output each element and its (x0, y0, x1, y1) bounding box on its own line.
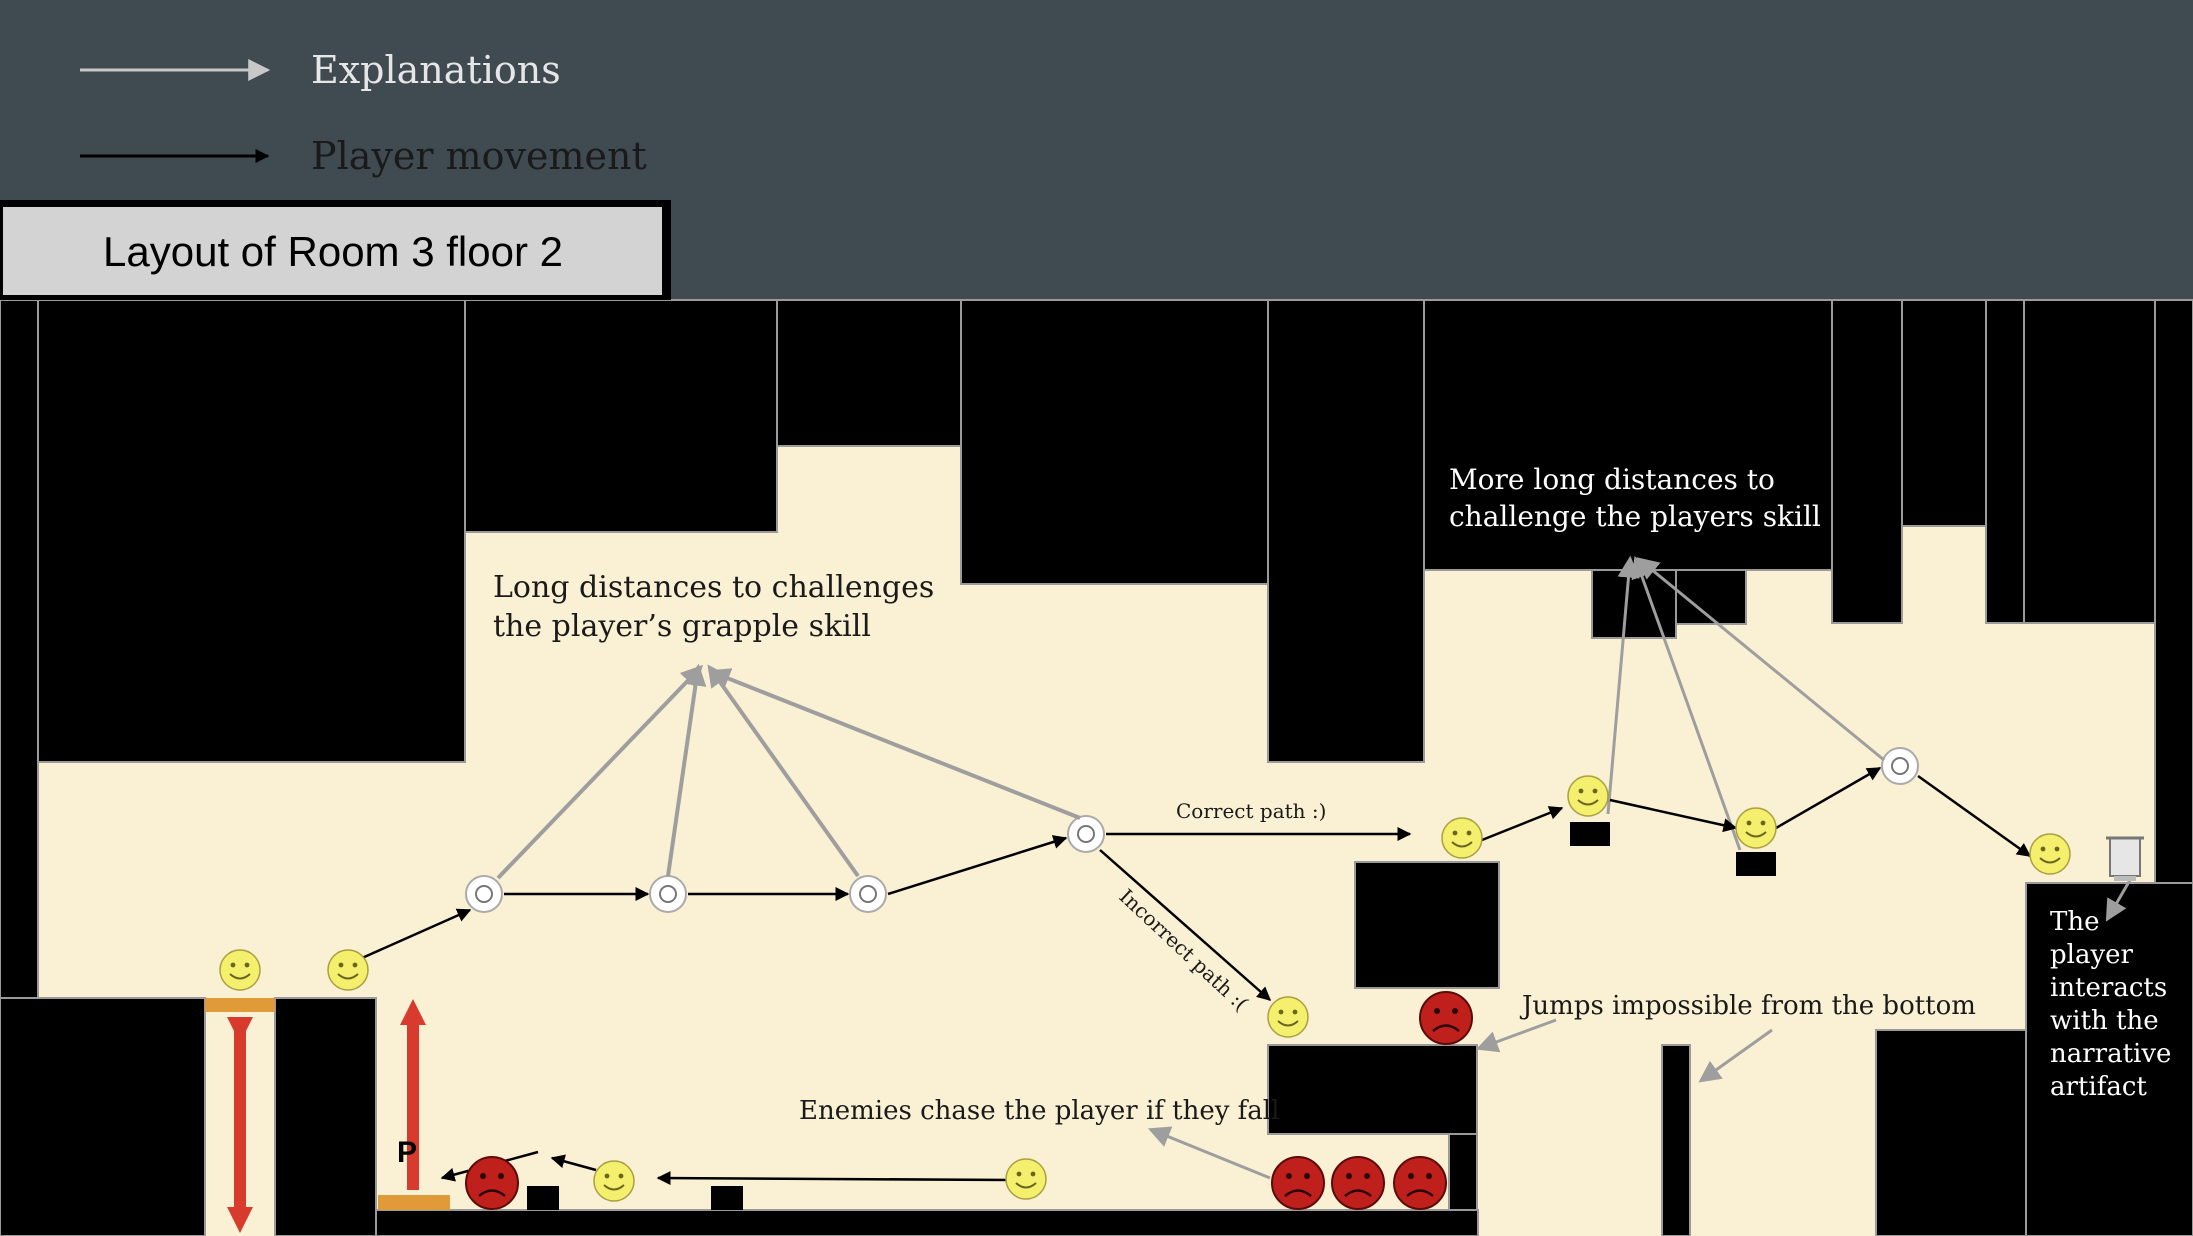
wall-pillar-3 (1901, 299, 1987, 527)
grapple-point (1881, 747, 1919, 785)
wall-top-left (37, 299, 466, 763)
smiley-icon (1005, 1158, 1047, 1200)
wall-thin-post (1661, 1044, 1691, 1236)
enemy-chase-arrow (550, 1154, 597, 1172)
annotation-narrative: The player interacts with the narrative … (2050, 907, 2171, 1102)
title-box (3, 207, 662, 295)
explanation-arrow (496, 664, 704, 880)
wall-top-3 (960, 299, 1269, 585)
annotation-narrative-line: artifact (2050, 1072, 2147, 1102)
explanation-arrow (1475, 1018, 1557, 1053)
annotation-narrative-line: interacts (2050, 973, 2167, 1003)
explanation-arrow (1631, 555, 1742, 851)
wall-pillar-1 (1267, 299, 1425, 763)
legend-player-movement-label: Player movement (311, 134, 647, 178)
smiley-icon (219, 949, 261, 991)
movement-arrow-incorrect-path (1099, 849, 1272, 1001)
smiley-icon (1735, 807, 1777, 849)
grapple-point (649, 875, 687, 913)
annotation-enemies-chase: Enemies chase the player if they fall (799, 1096, 1279, 1126)
wall-top-2 (776, 299, 962, 447)
wall-artifact-block (2025, 882, 2193, 1236)
annotation-narrative-line: player (2050, 940, 2134, 970)
explanation-arrows-right (1147, 555, 2132, 1180)
small-platforms (527, 822, 1776, 1210)
movement-arrow (1775, 766, 1882, 830)
annotation-jumps-impossible: Jumps impossible from the bottom (1519, 991, 1976, 1021)
annotation-grapple-line2: the player’s grapple skill (493, 609, 871, 644)
wall-hanging-ledge (1675, 569, 1747, 625)
explanation-arrow (707, 668, 1081, 820)
enemy-chase-arrow (656, 1171, 1011, 1186)
movement-arrow (1609, 798, 1738, 833)
wall-bottom-right (1875, 1029, 2029, 1236)
annotation-narrative-line: The (2050, 907, 2099, 937)
enemy-icon (1392, 1155, 1448, 1211)
explanation-arrow (2105, 879, 2132, 922)
wall-bottom-pit-right (274, 997, 377, 1236)
smiley-icon (2029, 833, 2071, 875)
smiley-icon (1267, 996, 1309, 1038)
smiley-icon (593, 1160, 635, 1202)
small-platform (711, 1186, 743, 1210)
annotation-narrative-line: narrative (2050, 1039, 2171, 1069)
player-start-marker: P (397, 1136, 417, 1169)
wall-pillar-2 (1831, 299, 1903, 624)
enemy-icon (1270, 1155, 1326, 1211)
wall-pillar-5 (2023, 299, 2156, 624)
bounce-pad-bottom (378, 1195, 450, 1210)
explanation-arrow (1147, 1126, 1271, 1180)
grapple-point (1067, 815, 1105, 853)
annotation-grapple-line1: Long distances to challenges (493, 570, 934, 605)
explanation-arrow (707, 664, 860, 878)
explanation-arrow (1698, 1028, 1773, 1083)
annotation-more-distances-line1: More long distances to (1449, 463, 1775, 496)
movement-arrow (1481, 806, 1564, 842)
wall-top-1 (464, 299, 778, 533)
annotation-correct-path: Correct path :) (1176, 799, 1326, 823)
floor-bottom-strip (375, 1209, 1479, 1236)
movement-arrow (887, 835, 1068, 896)
movement-arrow (1917, 774, 2032, 858)
grapple-point (849, 875, 887, 913)
small-platform (1570, 822, 1610, 846)
enemy-icon (464, 1155, 520, 1211)
smiley-icon (1441, 817, 1483, 859)
grapple-point (465, 875, 503, 913)
explanation-arrow (666, 663, 707, 877)
wall-left-edge (0, 299, 39, 1001)
explanation-arrow (1636, 557, 1885, 762)
wall-pillar-4 (1985, 299, 2025, 624)
platform-enemy-ledge (1267, 1044, 1478, 1135)
wall-top-4 (1423, 299, 1833, 571)
wall-bottom-left (0, 997, 206, 1236)
legend-explanations-label: Explanations (311, 48, 561, 92)
movement-arrows (361, 766, 2032, 1186)
smiley-icon (1567, 775, 1609, 817)
wall-right-edge (2154, 299, 2193, 884)
movement-arrow (361, 908, 472, 960)
platform-enemy-post (1448, 1133, 1478, 1211)
explanation-arrows (496, 663, 1081, 880)
small-platform (527, 1186, 559, 1210)
annotation-narrative-line: with the (2050, 1006, 2159, 1036)
narrative-artifact-icon (2106, 836, 2144, 881)
room-walls (0, 299, 2193, 1236)
small-platform (1736, 852, 1776, 876)
bounce-pad-top (205, 998, 275, 1012)
enemy-icon (1418, 990, 1474, 1046)
enemy-icon (1330, 1155, 1386, 1211)
diagram-title: Layout of Room 3 floor 2 (103, 228, 563, 275)
annotation-more-distances-line2: challenge the players skill (1449, 500, 1821, 533)
smiley-icon (327, 949, 369, 991)
wall-hanging-block (1591, 569, 1677, 639)
platform-floating (1354, 861, 1500, 989)
explanation-arrow (1606, 555, 1640, 815)
